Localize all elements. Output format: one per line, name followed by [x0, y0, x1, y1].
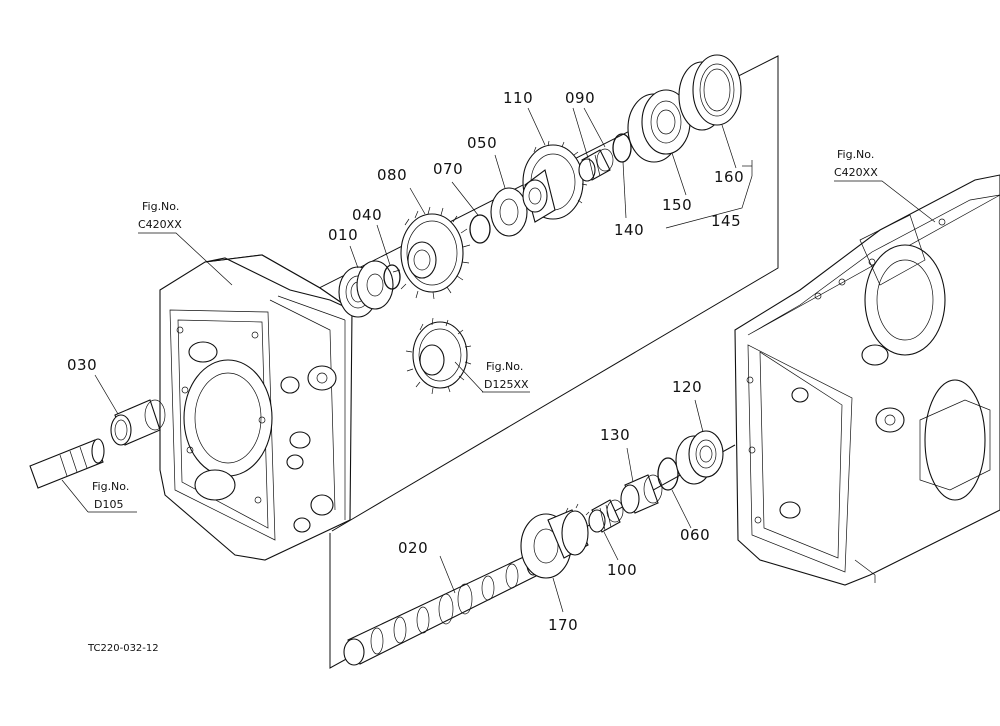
- callout-140: 140: [614, 221, 644, 239]
- main-shaft-020: [343, 552, 541, 666]
- snap-ring-070: [469, 214, 491, 244]
- collar-130: [620, 474, 663, 514]
- callout-010: 010: [328, 226, 358, 244]
- drawing-code: TC220-032-12: [87, 643, 159, 654]
- callout-120: 120: [672, 378, 702, 396]
- leader-lines: [61, 107, 936, 613]
- callout-030: 030: [67, 356, 97, 374]
- fig-ref-right-case: Fig.No. C420XX: [834, 148, 878, 179]
- gear-170: [520, 503, 590, 579]
- callout-060: 060: [680, 526, 710, 544]
- snap-ring-140: [612, 133, 632, 163]
- callout-080: 080: [377, 166, 407, 184]
- fig-ref-line1: Fig.No.: [486, 360, 523, 373]
- callout-090: 090: [565, 89, 595, 107]
- fig-ref-left-case: Fig.No. C420XX: [138, 200, 182, 231]
- needle-bearing-090: [578, 148, 614, 182]
- callout-150: 150: [662, 196, 692, 214]
- part-callouts: 010 040 080 070 050 110 090 140 150 145 …: [67, 89, 744, 634]
- fig-ref-line1: Fig.No.: [92, 480, 129, 493]
- callout-130: 130: [600, 426, 630, 444]
- fig-ref-line2: D105: [94, 498, 123, 511]
- right-transmission-case: [734, 174, 1000, 586]
- callout-020: 020: [398, 539, 428, 557]
- callout-100: 100: [607, 561, 637, 579]
- bearing-010: [338, 260, 394, 318]
- callout-110: 110: [503, 89, 533, 107]
- gear-hub-110: [522, 140, 588, 223]
- callout-170: 170: [548, 616, 578, 634]
- callout-040: 040: [352, 206, 382, 224]
- bearing-120: [675, 430, 724, 485]
- gear-d125xx: [405, 317, 472, 395]
- callout-160: 160: [714, 168, 744, 186]
- snap-ring-060: [657, 457, 679, 491]
- fig-ref-line2: C420XX: [834, 166, 878, 179]
- callout-145: 145: [711, 212, 741, 230]
- input-shaft-stub: [29, 438, 105, 489]
- fig-ref-gear: Fig.No. D125XX: [484, 360, 529, 391]
- synchro-hub-150: [627, 89, 691, 163]
- fig-ref-line2: D125XX: [484, 378, 529, 391]
- snap-ring-040: [383, 264, 401, 290]
- fig-ref-line2: C420XX: [138, 218, 182, 231]
- callout-070: 070: [433, 160, 463, 178]
- fig-ref-line1: Fig.No.: [837, 148, 874, 161]
- fig-ref-line1: Fig.No.: [142, 200, 179, 213]
- gear-080: [392, 206, 471, 300]
- needle-bearing-100: [588, 499, 624, 533]
- callout-050: 050: [467, 134, 497, 152]
- sleeve-030: [110, 399, 166, 446]
- shift-sleeve-160: [678, 54, 742, 131]
- washer-050: [490, 187, 528, 237]
- left-transmission-case: [159, 254, 353, 561]
- fig-ref-shaft: Fig.No. D105: [92, 480, 129, 511]
